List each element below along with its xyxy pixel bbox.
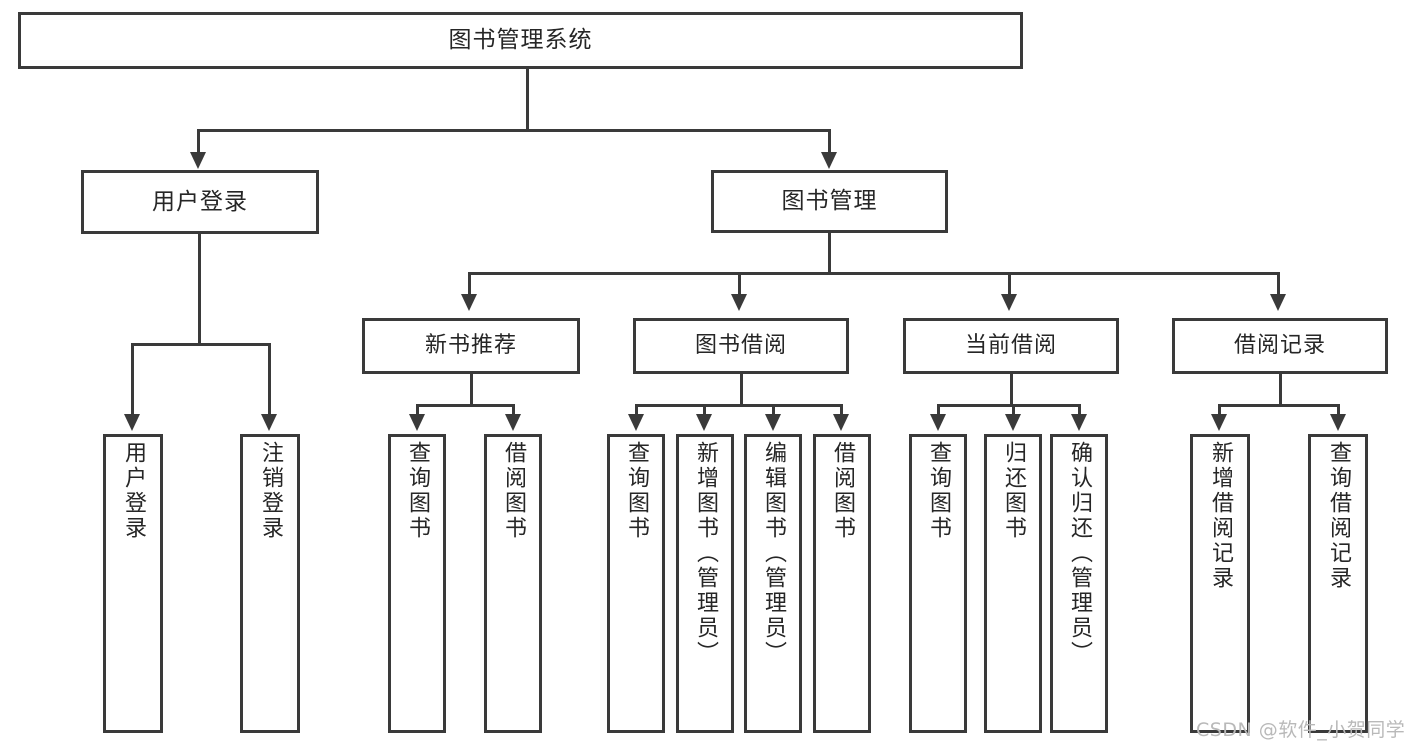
connector-current-bar bbox=[937, 404, 1079, 407]
node-root-system[interactable]: 图书管理系统 bbox=[18, 12, 1023, 69]
arrowhead-leaf-add-book bbox=[696, 414, 712, 431]
node-label: 归还图书 bbox=[1000, 441, 1026, 541]
leaf-query-book-borrow[interactable]: 查询图书 bbox=[607, 434, 665, 733]
node-label: 用户登录 bbox=[120, 441, 146, 541]
node-label: 注销登录 bbox=[257, 441, 283, 541]
node-label: 图书管理系统 bbox=[448, 27, 593, 54]
arrowhead-borrow-record bbox=[1270, 294, 1286, 311]
connector-current-drop-1 bbox=[937, 404, 940, 416]
leaf-return-book[interactable]: 归还图书 bbox=[984, 434, 1042, 733]
node-book-borrow[interactable]: 图书借阅 bbox=[633, 318, 849, 374]
node-label: 图书借阅 bbox=[694, 333, 787, 359]
connector-recommend-stem bbox=[470, 374, 473, 406]
connector-recommend-bar bbox=[416, 404, 515, 407]
arrowhead-leaf-logout-login bbox=[261, 414, 277, 431]
node-label: 图书管理 bbox=[781, 188, 878, 215]
node-label: 借阅图书 bbox=[829, 441, 855, 541]
arrowhead-leaf-query-book-1 bbox=[409, 414, 425, 431]
arrowhead-leaf-borrow-book-1 bbox=[505, 414, 521, 431]
node-label: 查询借阅记录 bbox=[1325, 441, 1351, 591]
arrowhead-leaf-add-record bbox=[1211, 414, 1227, 431]
connector-bookmanage-drop-1 bbox=[468, 272, 471, 296]
node-borrow-record[interactable]: 借阅记录 bbox=[1172, 318, 1388, 374]
node-book-management[interactable]: 图书管理 bbox=[711, 170, 948, 233]
leaf-borrow-book-recommend[interactable]: 借阅图书 bbox=[484, 434, 542, 733]
node-current-borrow[interactable]: 当前借阅 bbox=[903, 318, 1119, 374]
leaf-user-login[interactable]: 用户登录 bbox=[103, 434, 163, 733]
arrowhead-leaf-query-book-3 bbox=[930, 414, 946, 431]
connector-borrow-drop-2 bbox=[703, 404, 706, 416]
connector-record-stem bbox=[1279, 374, 1282, 406]
connector-borrow-bar bbox=[635, 404, 843, 407]
connector-userlogin-bar bbox=[131, 343, 271, 346]
connector-bookmanage-drop-2 bbox=[738, 272, 741, 296]
connector-bookmanage-stem bbox=[828, 233, 831, 275]
arrowhead-leaf-user-login bbox=[124, 414, 140, 431]
csdn-watermark: CSDN @软件_小贺同学 bbox=[1196, 719, 1405, 741]
connector-borrow-drop-3 bbox=[772, 404, 775, 416]
connector-record-bar bbox=[1218, 404, 1340, 407]
connector-userlogin-drop-1 bbox=[131, 343, 134, 416]
node-label: 查询图书 bbox=[925, 441, 951, 541]
connector-borrow-drop-1 bbox=[635, 404, 638, 416]
leaf-borrow-book[interactable]: 借阅图书 bbox=[813, 434, 871, 733]
arrowhead-leaf-return-book bbox=[1005, 414, 1021, 431]
arrowhead-user-login bbox=[190, 152, 206, 169]
arrowhead-leaf-query-record bbox=[1330, 414, 1346, 431]
arrowhead-leaf-confirm-return bbox=[1071, 414, 1087, 431]
arrowhead-book-manage bbox=[821, 152, 837, 169]
leaf-query-borrow-record[interactable]: 查询借阅记录 bbox=[1308, 434, 1368, 733]
node-label: 当前借阅 bbox=[964, 333, 1057, 359]
node-label: 用户登录 bbox=[152, 188, 248, 215]
connector-bookmanage-drop-4 bbox=[1277, 272, 1280, 296]
arrowhead-leaf-edit-book bbox=[765, 414, 781, 431]
connector-current-stem bbox=[1010, 374, 1013, 406]
connector-current-drop-2 bbox=[1012, 404, 1015, 416]
node-label: 新书推荐 bbox=[424, 333, 517, 359]
node-user-login[interactable]: 用户登录 bbox=[81, 170, 319, 234]
connector-bookmanage-bar bbox=[468, 272, 1280, 275]
node-label: 借阅记录 bbox=[1233, 333, 1326, 359]
arrowhead-leaf-borrow-book-2 bbox=[833, 414, 849, 431]
leaf-query-book-current[interactable]: 查询图书 bbox=[909, 434, 967, 733]
arrowhead-new-book-recommend bbox=[461, 294, 477, 311]
node-label: 借阅图书 bbox=[500, 441, 526, 541]
node-label: 编辑图书（管理员） bbox=[760, 441, 786, 666]
arrowhead-book-borrow bbox=[731, 294, 747, 311]
connector-borrow-drop-4 bbox=[840, 404, 843, 416]
arrowhead-current-borrow bbox=[1001, 294, 1017, 311]
connector-userlogin-stem bbox=[198, 234, 201, 345]
leaf-confirm-return-admin[interactable]: 确认归还（管理员） bbox=[1050, 434, 1108, 733]
connector-userlogin-drop-2 bbox=[268, 343, 271, 416]
connector-borrow-stem bbox=[740, 374, 743, 406]
leaf-add-borrow-record[interactable]: 新增借阅记录 bbox=[1190, 434, 1250, 733]
connector-record-drop-1 bbox=[1218, 404, 1221, 416]
leaf-query-book-recommend[interactable]: 查询图书 bbox=[388, 434, 446, 733]
leaf-logout-login[interactable]: 注销登录 bbox=[240, 434, 300, 733]
connector-root-stem bbox=[526, 69, 529, 131]
leaf-add-book-admin[interactable]: 新增图书（管理员） bbox=[676, 434, 734, 733]
arrowhead-leaf-query-book-2 bbox=[628, 414, 644, 431]
connector-recommend-drop-1 bbox=[416, 404, 419, 416]
node-new-book-recommend[interactable]: 新书推荐 bbox=[362, 318, 580, 374]
leaf-edit-book-admin[interactable]: 编辑图书（管理员） bbox=[744, 434, 802, 733]
connector-recommend-drop-2 bbox=[512, 404, 515, 416]
connector-root-drop-left bbox=[197, 129, 200, 155]
connector-root-bar bbox=[197, 129, 831, 132]
connector-root-drop-right bbox=[828, 129, 831, 155]
node-label: 新增借阅记录 bbox=[1207, 441, 1233, 591]
connector-current-drop-3 bbox=[1078, 404, 1081, 416]
connector-bookmanage-drop-3 bbox=[1008, 272, 1011, 296]
node-label: 确认归还（管理员） bbox=[1066, 441, 1092, 666]
node-label: 新增图书（管理员） bbox=[692, 441, 718, 666]
connector-record-drop-2 bbox=[1337, 404, 1340, 416]
node-label: 查询图书 bbox=[404, 441, 430, 541]
node-label: 查询图书 bbox=[623, 441, 649, 541]
